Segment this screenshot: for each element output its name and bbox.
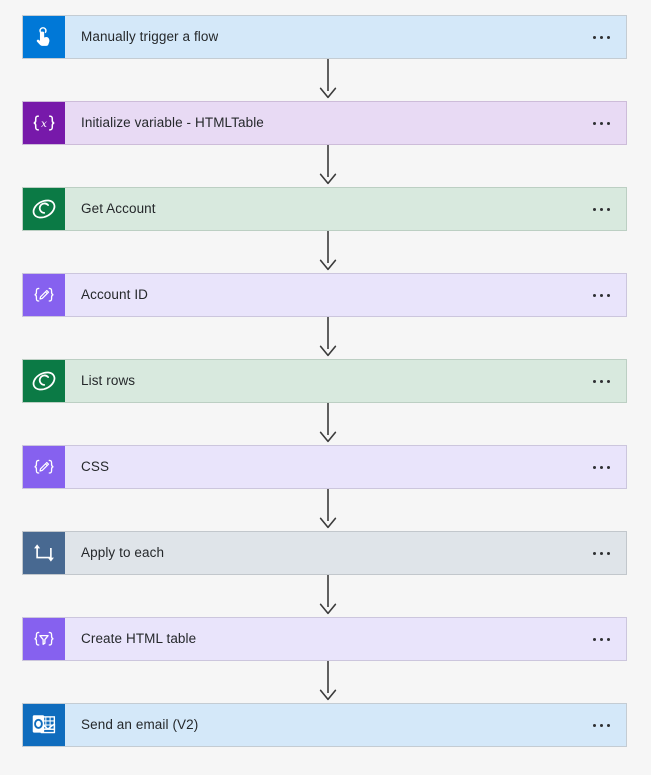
flow-node-card[interactable]: Create HTML table	[22, 617, 627, 661]
flow-node-card[interactable]: Get Account	[22, 187, 627, 231]
compose-braces-pencil-icon	[23, 446, 65, 488]
flow-node-body: Get Account	[65, 188, 626, 230]
flow-node-card[interactable]: x Initialize variable - HTMLTable	[22, 101, 627, 145]
flow-node-body: Create HTML table	[65, 618, 626, 660]
node-more-commands-ellipsis-icon[interactable]	[583, 460, 612, 475]
flow-node-title: CSS	[81, 460, 110, 474]
node-more-commands-ellipsis-icon[interactable]	[583, 718, 612, 733]
flow-node-card[interactable]: Send an email (V2)	[22, 703, 627, 747]
flow-node-card[interactable]: Account ID	[22, 273, 627, 317]
flow-connector-arrow	[315, 231, 341, 273]
flow-connector-arrow	[315, 59, 341, 101]
flow-node-body: Send an email (V2)	[65, 704, 626, 746]
flow-node-card[interactable]: Apply to each	[22, 531, 627, 575]
flow-node-body: Initialize variable - HTMLTable	[65, 102, 626, 144]
flow-connector-arrow	[315, 575, 341, 617]
flow-node-body: Apply to each	[65, 532, 626, 574]
flow-node-title: Get Account	[81, 202, 156, 216]
flow-node-title: Apply to each	[81, 546, 165, 560]
flow-node-body: Manually trigger a flow	[65, 16, 626, 58]
flow-node-title: Manually trigger a flow	[81, 30, 219, 44]
svg-text:x: x	[41, 118, 47, 130]
node-more-commands-ellipsis-icon[interactable]	[583, 288, 612, 303]
flow-node-title: Initialize variable - HTMLTable	[81, 116, 264, 130]
flow-connector-arrow	[315, 145, 341, 187]
touch-trigger-icon	[23, 16, 65, 58]
flow-node-body: Account ID	[65, 274, 626, 316]
node-more-commands-ellipsis-icon[interactable]	[583, 374, 612, 389]
flow-node-card[interactable]: List rows	[22, 359, 627, 403]
flow-node-card[interactable]: Manually trigger a flow	[22, 15, 627, 59]
flow-node-body: List rows	[65, 360, 626, 402]
node-more-commands-ellipsis-icon[interactable]	[583, 202, 612, 217]
dataverse-swirl-icon	[23, 188, 65, 230]
data-operation-funnel-icon	[23, 618, 65, 660]
node-more-commands-ellipsis-icon[interactable]	[583, 546, 612, 561]
flow-connector-arrow	[315, 317, 341, 359]
flow-node-title: Create HTML table	[81, 632, 197, 646]
flow-node-title: Send an email (V2)	[81, 718, 199, 732]
flow-node-card[interactable]: CSS	[22, 445, 627, 489]
node-more-commands-ellipsis-icon[interactable]	[583, 632, 612, 647]
flow-node-title: Account ID	[81, 288, 149, 302]
node-more-commands-ellipsis-icon[interactable]	[583, 30, 612, 45]
compose-braces-pencil-icon	[23, 274, 65, 316]
flow-connector-arrow	[315, 661, 341, 703]
dataverse-swirl-icon	[23, 360, 65, 402]
loop-foreach-icon	[23, 532, 65, 574]
flow-node-title: List rows	[81, 374, 136, 388]
node-more-commands-ellipsis-icon[interactable]	[583, 116, 612, 131]
outlook-icon	[23, 704, 65, 746]
variable-braces-x-icon: x	[23, 102, 65, 144]
flow-connector-arrow	[315, 403, 341, 445]
flow-connector-arrow	[315, 489, 341, 531]
flow-node-body: CSS	[65, 446, 626, 488]
